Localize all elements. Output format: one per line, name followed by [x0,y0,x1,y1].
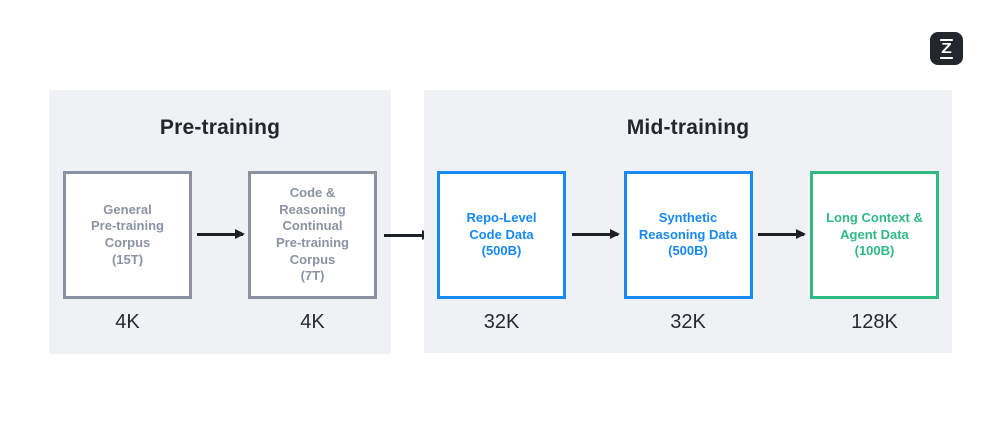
flow-arrow [571,229,620,239]
box-label: Code & Reasoning Continual Pre-training … [276,185,349,284]
box-label: Repo-Level Code Data (500B) [466,210,537,259]
flow-arrow [758,229,807,239]
z-logo-glyph: Z [940,38,953,59]
box-label: Synthetic Reasoning Data (500B) [638,210,738,259]
section-title-mid-training: Mid-training [626,116,750,139]
mid-training-row: Repo-Level Code Data (500B) 32K Syntheti… [424,171,952,334]
box-long-context-agent-data: Long Context & Agent Data (100B) [810,171,939,299]
pre-training-row: General Pre-training Corpus (15T) 4K Cod… [49,171,391,334]
node-code-reasoning-corpus: Code & Reasoning Continual Pre-training … [248,171,377,334]
box-label: General Pre-training Corpus (15T) [91,201,164,267]
node-synthetic-reasoning-data: Synthetic Reasoning Data (500B) 32K [623,171,753,334]
context-window-label: 128K [851,311,898,333]
context-window-label: 32K [670,311,706,333]
section-pre-training: Pre-training General Pre-training Corpus… [49,90,391,354]
box-code-reasoning-corpus: Code & Reasoning Continual Pre-training … [248,171,377,299]
node-general-pretraining-corpus: General Pre-training Corpus (15T) 4K [63,171,192,334]
context-window-label: 4K [115,311,140,333]
box-general-pretraining-corpus: General Pre-training Corpus (15T) [63,171,192,299]
box-repo-level-code-data: Repo-Level Code Data (500B) [437,171,566,299]
context-window-label: 32K [483,311,520,333]
flow-arrow [197,229,245,239]
section-mid-training: Mid-training Repo-Level Code Data (500B)… [424,90,952,353]
context-window-label: 4K [300,311,325,333]
section-title-pre-training: Pre-training [159,116,281,139]
box-synthetic-reasoning-data: Synthetic Reasoning Data (500B) [623,171,753,299]
node-long-context-agent-data: Long Context & Agent Data (100B) 128K [810,171,939,334]
node-repo-level-code-data: Repo-Level Code Data (500B) 32K [437,171,566,334]
zai-logo: Z [930,32,963,65]
box-label: Long Context & Agent Data (100B) [826,210,923,259]
